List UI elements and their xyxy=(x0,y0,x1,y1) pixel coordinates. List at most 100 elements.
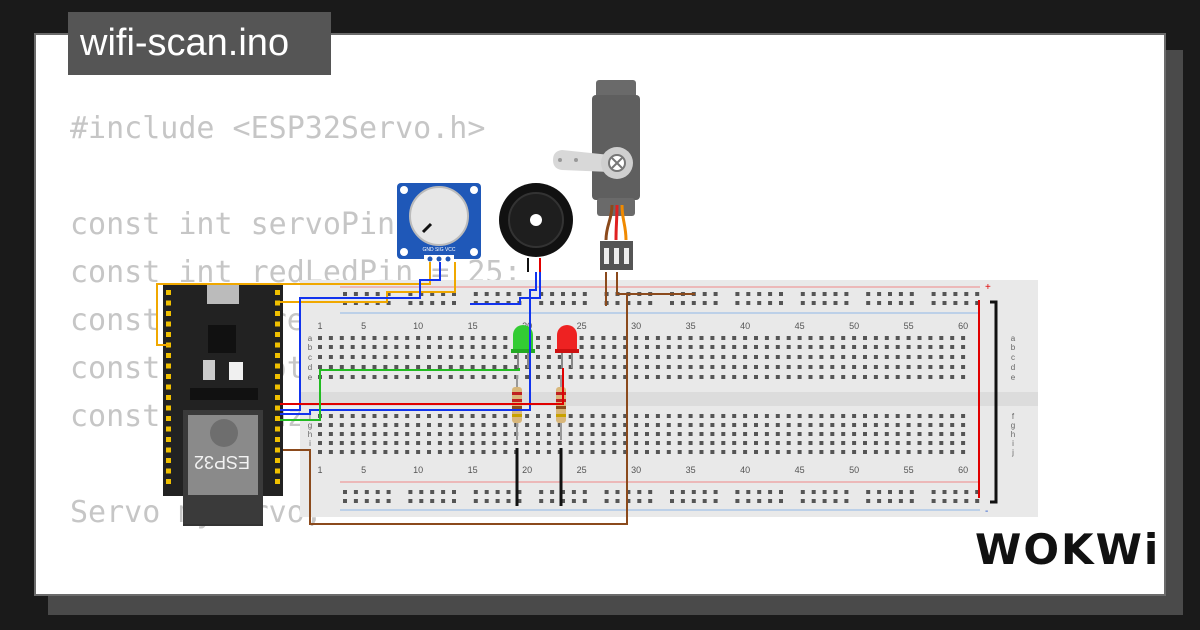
breadboard-hole xyxy=(427,336,431,340)
rail-hole xyxy=(898,292,903,296)
esp32-pin xyxy=(275,458,280,463)
rail-hole xyxy=(615,301,620,305)
rail-hole xyxy=(550,499,555,503)
breadboard-hole xyxy=(579,355,584,359)
breadboard-hole xyxy=(481,432,486,436)
breadboard-hole xyxy=(928,432,933,436)
rail-hole xyxy=(375,292,380,296)
breadboard-hole xyxy=(470,355,475,359)
rail-hole xyxy=(866,292,871,296)
breadboard-hole xyxy=(764,414,769,418)
breadboard-hole xyxy=(448,432,453,436)
row-letter: c xyxy=(1011,353,1015,362)
breadboard-hole xyxy=(830,336,835,340)
breadboard-hole xyxy=(819,450,824,454)
breadboard-hole xyxy=(514,441,519,445)
breadboard-hole xyxy=(808,414,813,418)
breadboard-hole xyxy=(743,345,748,349)
breadboard-hole xyxy=(819,423,824,427)
breadboard-hole xyxy=(884,336,889,340)
breadboard-hole xyxy=(623,345,628,349)
breadboard-hole xyxy=(318,423,322,427)
led-green xyxy=(511,325,535,368)
breadboard-hole xyxy=(437,423,442,427)
breadboard-hole xyxy=(797,432,802,436)
breadboard-hole xyxy=(666,345,671,349)
rail-hole xyxy=(757,499,762,503)
wires xyxy=(156,262,695,525)
breadboard-hole xyxy=(873,441,878,445)
breadboard-hole xyxy=(688,450,693,454)
breadboard-hole xyxy=(688,365,693,369)
file-title-tab[interactable]: wifi-scan.ino xyxy=(68,12,331,75)
rail-hole xyxy=(779,301,783,305)
rail-hole xyxy=(942,499,947,503)
wire-blue-pot-sig xyxy=(280,262,441,411)
wire-brown-servo xyxy=(283,272,628,525)
breadboard-hole xyxy=(383,355,388,359)
breadboard-hole xyxy=(895,432,900,436)
breadboard-hole xyxy=(645,365,649,369)
breadboard-hole xyxy=(939,414,944,418)
breadboard-hole xyxy=(612,336,617,340)
breadboard-hole xyxy=(754,375,758,379)
breadboard-hole xyxy=(383,345,388,349)
breadboard-hole xyxy=(873,432,878,436)
breadboard-hole xyxy=(612,441,617,445)
breadboard-hole xyxy=(623,365,628,369)
column-number: 30 xyxy=(631,465,641,475)
breadboard-hole xyxy=(786,423,791,427)
rail-hole xyxy=(844,499,849,503)
rail-hole xyxy=(517,490,522,494)
esp32-pin xyxy=(166,332,171,337)
breadboard-hole xyxy=(666,423,671,427)
breadboard-hole xyxy=(841,345,846,349)
breadboard-hole xyxy=(961,450,966,454)
breadboard-hole xyxy=(841,441,846,445)
breadboard-hole xyxy=(318,355,322,359)
breadboard-hole xyxy=(863,450,867,454)
breadboard-hole xyxy=(666,355,671,359)
rail-hole xyxy=(833,490,838,494)
rail-hole xyxy=(702,499,707,503)
row-letter: a xyxy=(308,334,313,343)
breadboard-hole xyxy=(732,450,737,454)
breadboard-hole xyxy=(416,432,421,436)
breadboard-hole xyxy=(786,375,791,379)
breadboard-hole xyxy=(830,432,835,436)
breadboard-hole xyxy=(394,345,399,349)
breadboard-hole xyxy=(655,432,660,436)
rail-hole xyxy=(811,490,816,494)
breadboard-hole xyxy=(448,375,453,379)
breadboard-hole xyxy=(884,441,889,445)
breadboard-hole xyxy=(590,450,595,454)
rail-hole xyxy=(822,301,827,305)
breadboard-hole xyxy=(394,441,399,445)
breadboard-hole xyxy=(328,450,333,454)
rail-hole xyxy=(800,490,805,494)
breadboard-hole xyxy=(841,336,846,340)
breadboard-hole xyxy=(634,336,639,340)
breadboard-hole xyxy=(906,365,911,369)
esp32-pins xyxy=(166,290,280,484)
breadboard-hole xyxy=(328,432,333,436)
breadboard-hole xyxy=(852,336,857,340)
rail-hole xyxy=(626,499,631,503)
wokwi-logo[interactable]: WOKWi xyxy=(975,525,1161,574)
breadboard-hole xyxy=(470,375,475,379)
breadboard-hole xyxy=(852,365,857,369)
breadboard-hole xyxy=(732,355,737,359)
rail-hole xyxy=(484,292,489,296)
rail-hole xyxy=(539,301,544,305)
breadboard-hole xyxy=(437,336,442,340)
row-letter: h xyxy=(308,430,312,439)
breadboard-hole xyxy=(688,414,693,418)
rail-hole xyxy=(811,292,816,296)
breadboard-hole xyxy=(503,345,508,349)
esp32-label: ESP32 xyxy=(194,452,250,472)
esp32-pin xyxy=(275,290,280,295)
breadboard-hole xyxy=(961,423,966,427)
breadboard-hole xyxy=(546,355,551,359)
breadboard-hole xyxy=(579,375,584,379)
breadboard-hole xyxy=(906,414,911,418)
